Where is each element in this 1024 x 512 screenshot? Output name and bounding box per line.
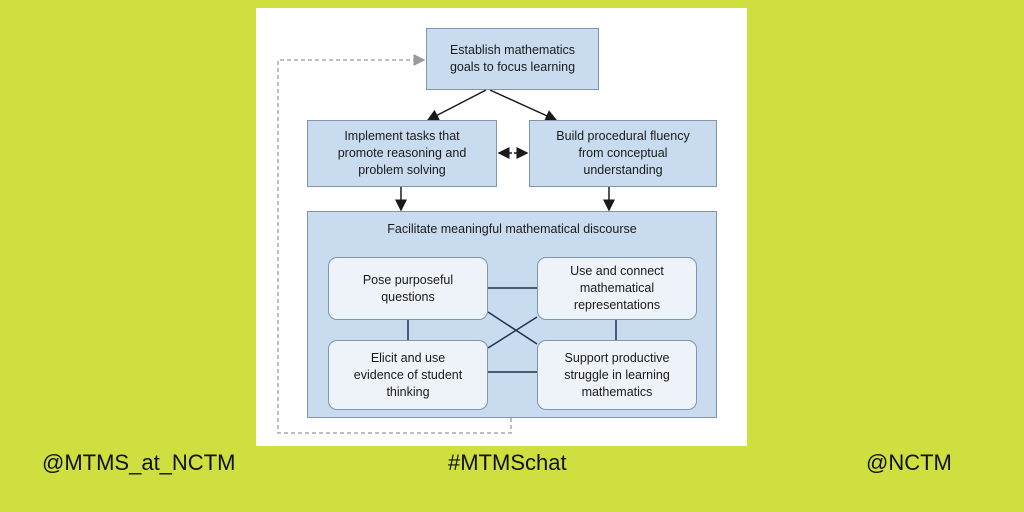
footer-handle-right: @NCTM (866, 450, 952, 475)
connector-diagonal-2 (487, 316, 538, 349)
feedback-loop-arrow (277, 54, 512, 434)
goal-box: Establish mathematics goals to focus lea… (426, 28, 599, 90)
fluency-box: Build procedural fluency from conceptual… (529, 120, 717, 187)
productive-struggle-box: Support productive struggle in learning … (537, 340, 697, 410)
tasks-box: Implement tasks that promote reasoning a… (307, 120, 497, 187)
footer-handle-left: @MTMS_at_NCTM (42, 450, 236, 475)
arrow-goal-to-tasks (426, 89, 487, 121)
discourse-title: Facilitate meaningful mathematical disco… (387, 222, 637, 236)
arrow-goal-to-fluency (489, 89, 558, 122)
diagram-card: Establish mathematics goals to focus lea… (256, 8, 747, 446)
connector-layer (277, 54, 615, 434)
pose-questions-box: Pose purposeful questions (328, 257, 488, 320)
representations-box: Use and connect mathematical representat… (537, 257, 697, 320)
discourse-box: Facilitate meaningful mathematical disco… (307, 211, 717, 418)
connector-diagonal-1 (487, 311, 538, 345)
footer-hashtag: #MTMSchat (448, 450, 567, 475)
inner-connector-layer (407, 287, 617, 373)
elicit-evidence-box: Elicit and use evidence of student think… (328, 340, 488, 410)
